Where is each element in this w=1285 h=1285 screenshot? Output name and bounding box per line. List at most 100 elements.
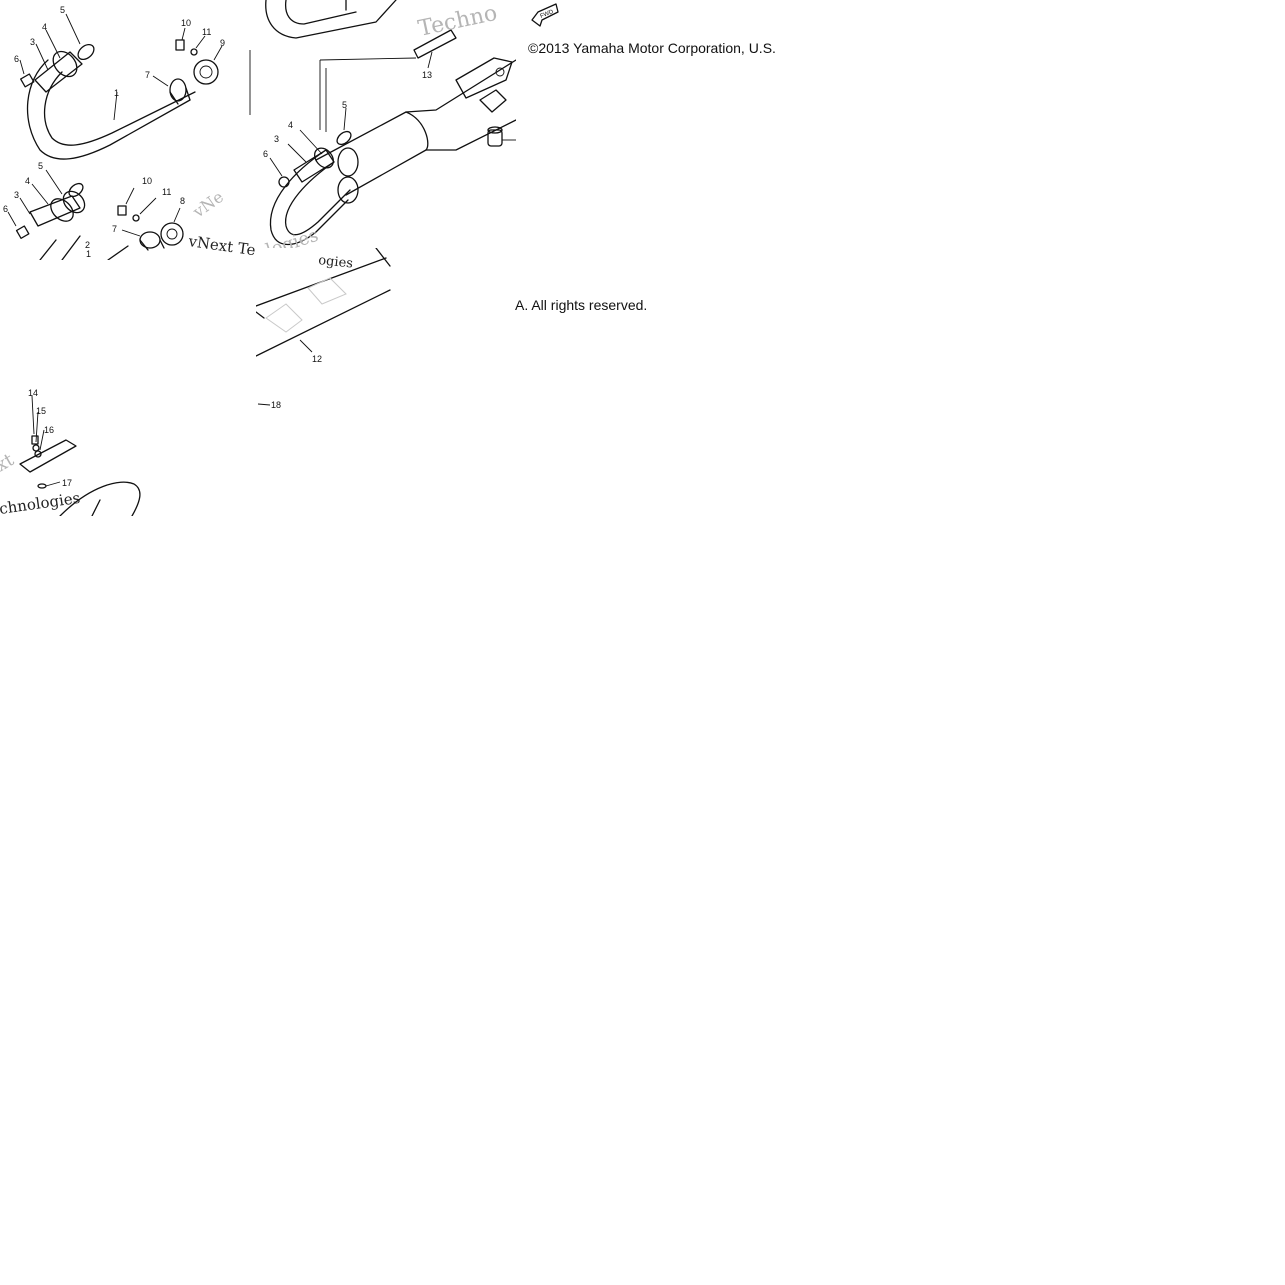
muffler-bottom-edge: [345, 119, 516, 196]
callout-4-b: 4: [25, 176, 30, 186]
upper-pipe-inner: [284, 0, 357, 25]
pipe-stub-b: [39, 235, 81, 260]
pipe-end-2: [337, 176, 359, 204]
flange-3: [34, 51, 83, 93]
header-pipe-outer: [269, 149, 349, 245]
callout-5-b: 5: [38, 161, 43, 171]
clamp-8-inner: [166, 228, 178, 240]
pipe-end-1: [337, 147, 359, 177]
callout-3: 3: [30, 37, 35, 47]
leader-18: [257, 403, 271, 406]
washer-11-b: [132, 214, 140, 222]
fwd-arrow-shape: [531, 3, 559, 27]
watermark-text: vNe: [189, 187, 227, 222]
callout-5-c: 5: [342, 100, 347, 110]
sleeve-7-b-body: [139, 239, 165, 251]
upper-pipe: [265, 0, 397, 39]
fwd-arrow-tile: FWD: [528, 0, 562, 28]
callout-13: 13: [422, 70, 432, 80]
sleeve-7-body: [169, 87, 191, 105]
callout-6-c: 6: [263, 149, 268, 159]
callout-3-b: 3: [14, 190, 19, 200]
flange-3-b: [29, 195, 81, 227]
diagram-tile-bottom-left: 14 15 16 17 chnologies xt: [0, 386, 142, 516]
muffler-end: [375, 248, 391, 267]
callout-10-b: 10: [142, 176, 152, 186]
muffler-end-diagram: 14 15 16 17 chnologies xt: [0, 388, 141, 516]
gasket-4: [52, 50, 78, 78]
clamp-8: [160, 222, 184, 246]
callout-1: 1: [114, 88, 119, 98]
callout-17: 17: [62, 478, 72, 488]
callout-3-c: 3: [274, 134, 279, 144]
diagram-tile-mid-left: 5 4 3 6 2 1 10 11 8 7 vNext Te vNe: [0, 160, 258, 260]
callout-15: 15: [36, 406, 46, 416]
bolt-14: [31, 435, 39, 445]
watermark-text: Techno: [416, 1, 499, 42]
ring-5-b: [68, 182, 84, 198]
muffler-end-cap: [59, 481, 141, 516]
muffler-lower-diagram: ogies 12 18: [256, 248, 391, 410]
callout-8-b: 8: [180, 196, 185, 206]
copyright-line-1: ©2013 Yamaha Motor Corporation, U.S.: [528, 40, 776, 56]
nut-17: [37, 483, 47, 489]
callout-14: 14: [28, 388, 38, 398]
watermark-shape: [265, 277, 347, 333]
exhaust-pipe-diagram-a: 5 4 3 6 1 10 11 9 7: [14, 5, 251, 160]
bolt-10: [175, 39, 185, 51]
damper-top: [487, 126, 503, 134]
sleeve-7-b: [139, 231, 161, 249]
ring-5-c: [336, 130, 352, 146]
callout-7-b: 7: [112, 224, 117, 234]
damper: [487, 129, 503, 147]
callout-6: 6: [14, 54, 19, 64]
washer-16: [34, 450, 42, 458]
watermark-text: xt: [0, 449, 18, 476]
gasket-4-b2: [62, 190, 86, 214]
diagram-tile-top-left: 5 4 3 6 1 10 11 9 7: [0, 0, 252, 170]
nut-6-c: [278, 176, 290, 188]
nut-6-b: [15, 225, 30, 239]
callout-1-b: 1: [86, 249, 91, 259]
mount-bracket: [455, 57, 513, 99]
gasket-4-b: [50, 198, 74, 222]
callout-11-b: 11: [162, 187, 171, 197]
washer-11: [190, 48, 198, 56]
callout-16: 16: [44, 425, 54, 435]
callout-10: 10: [181, 18, 191, 28]
muffler-joint: [405, 111, 429, 151]
watermark-text: vNext Te: [186, 232, 256, 259]
exhaust-pipe-diagram-b: 5 4 3 6 2 1 10 11 8 7 vNext Te vNe: [3, 161, 257, 260]
gasket-4-c: [313, 147, 335, 169]
watermark-text: chnologies: [0, 489, 81, 516]
ring-5: [77, 43, 95, 61]
callout-9: 9: [220, 38, 225, 48]
pipe-stub-b2: [107, 245, 129, 260]
callout-18: 18: [271, 400, 281, 410]
callout-11: 11: [202, 27, 211, 37]
bolt-10-b: [117, 205, 127, 216]
muffler-bottom-line: [256, 289, 391, 357]
sleeve-7: [169, 78, 187, 102]
callout-7: 7: [145, 70, 150, 80]
mount-hole: [495, 67, 505, 77]
callout-4-c: 4: [288, 120, 293, 130]
clamp-9-inner: [199, 65, 213, 79]
muffler-top-edge: [315, 59, 516, 161]
muffler-assembly-diagram: 13 5 4 3 6 Techno ologies: [256, 0, 516, 260]
fwd-arrow-icon: FWD: [531, 3, 559, 27]
callout-2-b: 2: [85, 240, 90, 250]
diagram-tile-center: 13 5 4 3 6 Techno ologies: [256, 0, 516, 260]
muffler-edge: [256, 311, 265, 319]
heat-shield-plate: [19, 439, 77, 473]
callout-4: 4: [42, 22, 47, 32]
watermark-text: ogies: [318, 253, 354, 272]
callout-12: 12: [312, 354, 322, 364]
copyright-line-2: A. All rights reserved.: [515, 297, 648, 313]
diagram-tile-center-lower: ogies 12 18: [256, 248, 392, 416]
bracket-lower: [479, 89, 507, 113]
callout-6-b: 6: [3, 204, 8, 214]
heat-shield-13: [413, 29, 457, 59]
muffler-seam: [91, 499, 101, 516]
header-pipe-inner: [285, 161, 351, 236]
